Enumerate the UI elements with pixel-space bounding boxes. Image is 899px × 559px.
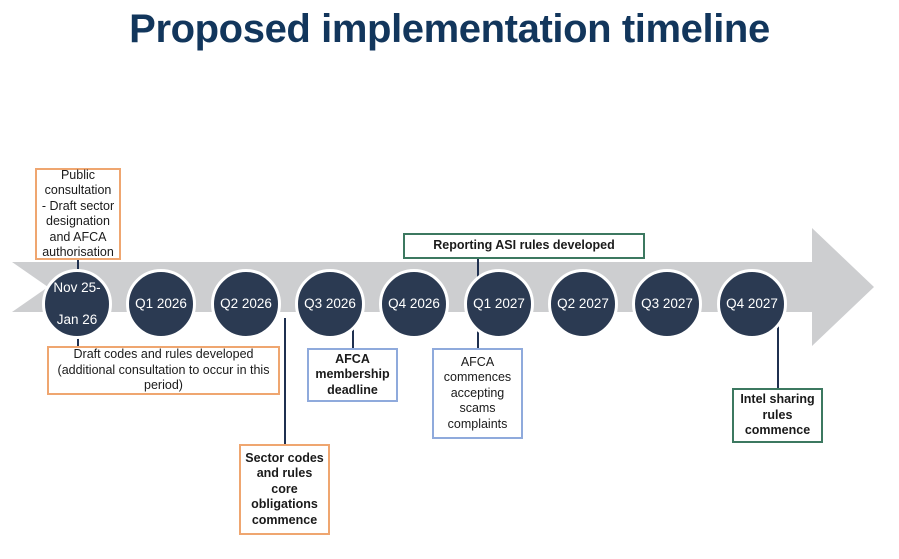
milestone-label-line2: Jan 26 [56, 312, 98, 327]
milestone-q3-2026[interactable]: Q3 2026 [295, 269, 365, 339]
milestone-q1-2026[interactable]: Q1 2026 [126, 269, 196, 339]
connector-intel-sharing [777, 318, 779, 388]
callout-reporting-asi[interactable]: Reporting ASI rules developed [403, 233, 645, 259]
callout-intel-sharing[interactable]: Intel sharing rules commence [732, 388, 823, 443]
milestone-label: Q4 2027 [726, 296, 778, 311]
connector-afca-membership [352, 318, 354, 348]
milestone-label: Q2 2027 [557, 296, 609, 311]
milestone-q2-2026[interactable]: Q2 2026 [211, 269, 281, 339]
milestone-label: Q1 2026 [135, 296, 187, 311]
milestone-q2-2027[interactable]: Q2 2027 [548, 269, 618, 339]
connector-afca-complaints [477, 318, 479, 348]
milestone-q1-2027[interactable]: Q1 2027 [464, 269, 534, 339]
milestone-label-line1: Nov 25- [53, 280, 101, 295]
milestone-label: Q1 2027 [473, 296, 525, 311]
callout-afca-complaints[interactable]: AFCA commences accepting scams complaint… [432, 348, 523, 439]
connector-draft-codes [77, 333, 79, 347]
milestone-label: Q4 2026 [388, 296, 440, 311]
connector-sector-codes [284, 318, 286, 445]
milestone-nov25-jan26[interactable]: Nov 25- Jan 26 [42, 269, 112, 339]
page-title: Proposed implementation timeline [129, 7, 770, 51]
callout-draft-codes[interactable]: Draft codes and rules developed (additio… [47, 346, 280, 395]
milestone-q4-2027[interactable]: Q4 2027 [717, 269, 787, 339]
callout-afca-membership[interactable]: AFCA membership deadline [307, 348, 398, 402]
callout-sector-codes[interactable]: Sector codes and rules core obligations … [239, 444, 330, 535]
milestone-label: Q2 2026 [220, 296, 272, 311]
milestone-q4-2026[interactable]: Q4 2026 [379, 269, 449, 339]
milestone-label: Q3 2026 [304, 296, 356, 311]
milestone-label: Q3 2027 [641, 296, 693, 311]
connector-reporting-asi [477, 258, 479, 280]
callout-public-consultation[interactable]: Public consultation - Draft sector desig… [35, 168, 121, 260]
milestone-q3-2027[interactable]: Q3 2027 [632, 269, 702, 339]
